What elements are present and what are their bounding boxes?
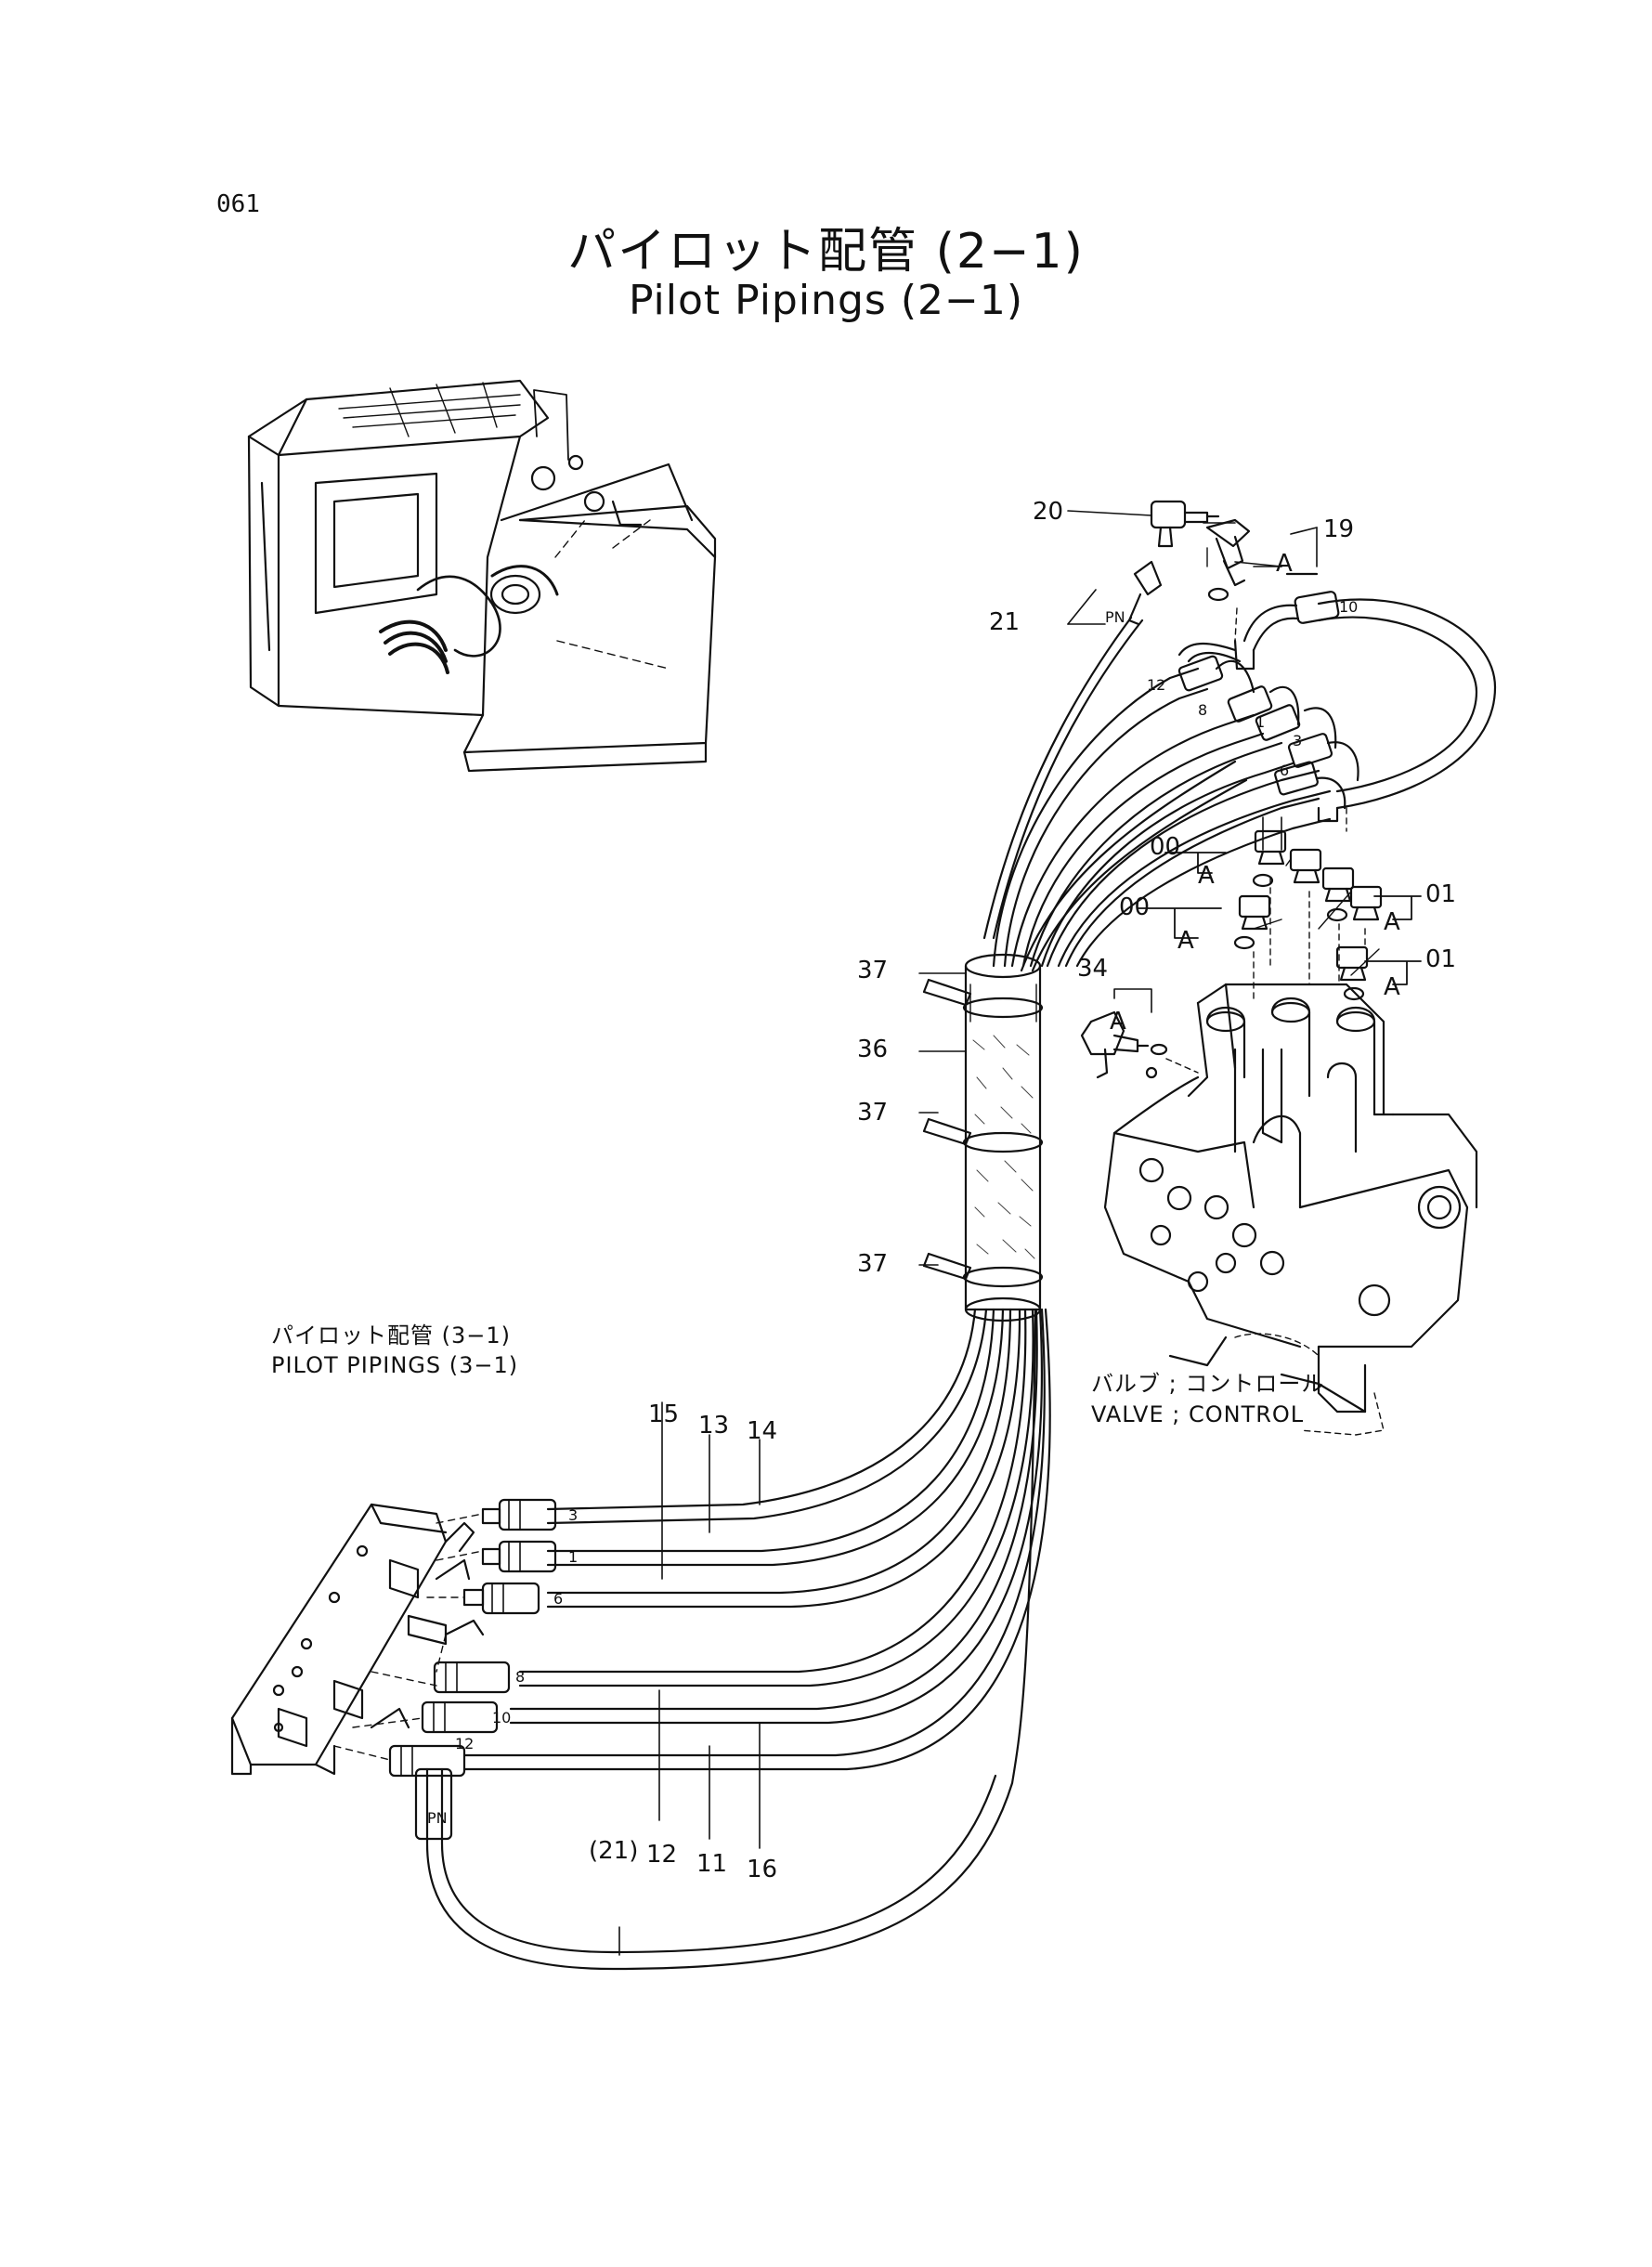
callout-21-pn: PN (1105, 608, 1125, 626)
ref-valve-jp: バルブ ; コントロール (1091, 1371, 1325, 1397)
callout-a-6: A (1110, 1008, 1126, 1036)
hose-mark-top-6: 6 (1280, 762, 1290, 779)
callout-pn-bottom: PN (427, 1809, 448, 1827)
callout-01-b: 01 (1425, 945, 1457, 973)
ports-and-orings (1137, 816, 1422, 1004)
callout-15: 15 (648, 1401, 680, 1428)
hose-bundle-lower (388, 1308, 1051, 1971)
callout-00-b: 00 (1119, 893, 1151, 921)
callout-37-bottom: 37 (857, 1250, 889, 1278)
pilot-valve-block (230, 1503, 485, 1776)
hose-mark-bottom-8: 8 (515, 1668, 526, 1686)
callout-01-a: 01 (1425, 880, 1457, 908)
callout-11: 11 (696, 1850, 728, 1878)
callout-00-a: 00 (1150, 833, 1181, 861)
hose-mark-bottom-12: 12 (455, 1735, 475, 1752)
control-valve-illustration (1103, 983, 1478, 1436)
leader-lines (618, 561, 1282, 1956)
hose-mark-top-1: 1 (1255, 713, 1266, 731)
hose-mark-bottom-3: 3 (568, 1506, 579, 1524)
callout-14: 14 (747, 1417, 778, 1445)
callout-21-bottom: (21) (589, 1837, 639, 1865)
callout-21: 21 (989, 608, 1021, 636)
callout-34: 34 (1077, 955, 1109, 983)
page-title-japanese: パイロット配管 (2−1) (567, 224, 1085, 280)
page-title-english: Pilot Pipings (2−1) (628, 277, 1024, 324)
callout-37-top: 37 (857, 957, 889, 984)
ref-pilot-3-1-jp: パイロット配管 (3−1) (271, 1322, 512, 1348)
hose-mark-bottom-10: 10 (492, 1709, 512, 1726)
hose-mark-top-12: 12 (1147, 676, 1166, 694)
callout-12-bottom: 12 (646, 1841, 678, 1869)
callout-a-1: A (1276, 550, 1293, 578)
callout-a-4: A (1177, 927, 1194, 955)
excavator-overview-illustration (247, 379, 717, 773)
hose-mark-bottom-6: 6 (553, 1590, 564, 1608)
callout-36: 36 (857, 1036, 889, 1063)
ref-valve-en: VALVE ; CONTROL (1091, 1401, 1305, 1427)
hose-mark-top-8: 8 (1198, 701, 1208, 719)
callout-13: 13 (698, 1412, 730, 1440)
callout-a-5: A (1384, 973, 1400, 1001)
protective-sleeve (922, 953, 1044, 1322)
callout-37-middle: 37 (857, 1099, 889, 1127)
fitting-34 (1080, 988, 1199, 1079)
callout-a-3: A (1384, 908, 1400, 936)
callout-20: 20 (1033, 498, 1064, 526)
callout-16: 16 (747, 1856, 778, 1883)
upper-fittings (982, 500, 1319, 940)
ref-pilot-3-1-en: PILOT PIPINGS (3−1) (271, 1352, 519, 1378)
hose-mark-top-3: 3 (1293, 732, 1303, 749)
callout-19: 19 (1323, 515, 1355, 543)
callout-a-2: A (1198, 862, 1215, 890)
page-number: 061 (216, 190, 260, 218)
hose-bundle-upper (992, 591, 1497, 972)
hose-mark-top-10: 10 (1339, 598, 1359, 616)
hose-mark-bottom-1: 1 (568, 1548, 579, 1566)
